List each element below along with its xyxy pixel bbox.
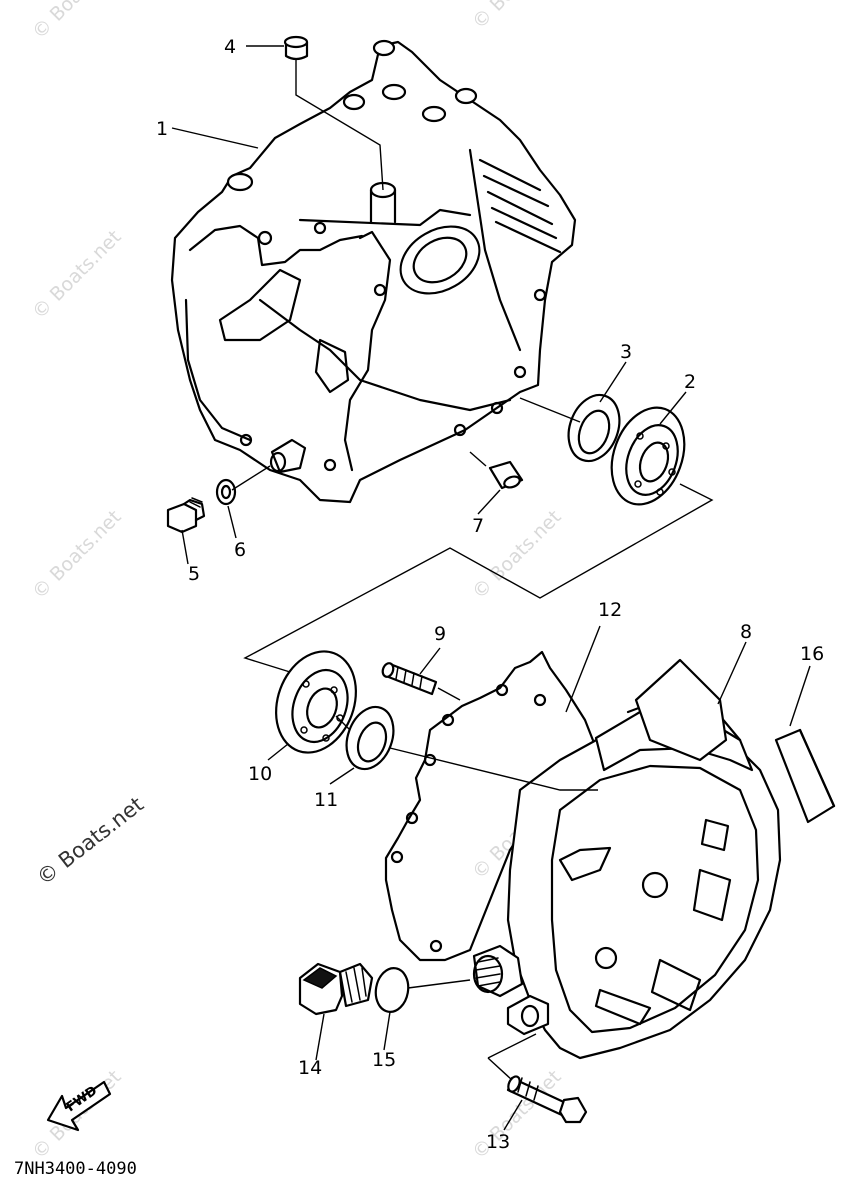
oil-seal-part-3: [567, 393, 621, 463]
drawing-code: 7NH3400-4090: [14, 1159, 137, 1179]
washer-part-6: [215, 478, 237, 506]
watermark: © Boats.net: [468, 0, 566, 34]
callout-1: 1: [156, 118, 168, 140]
bolt-part-13: [506, 1075, 588, 1124]
bearing-part-10: [275, 650, 357, 754]
callout-2: 2: [684, 371, 696, 393]
callout-3: 3: [620, 341, 632, 363]
boats-net-watermark: © Boats.net: [32, 792, 148, 890]
callout-10: 10: [248, 763, 272, 785]
callout-15: 15: [372, 1049, 396, 1071]
plate-part-8: [634, 658, 728, 762]
callout-12: 12: [598, 599, 622, 621]
plug-part-14: [298, 962, 374, 1016]
oring-part-15: [374, 967, 410, 1013]
assembly-lines-lower: [335, 687, 598, 1081]
stud-part-9: [381, 662, 438, 696]
callout-14: 14: [298, 1057, 322, 1079]
callout-7: 7: [472, 515, 484, 537]
watermark: © Boats.net: [28, 226, 126, 324]
cap-part-4: [283, 35, 309, 61]
callout-11: 11: [314, 789, 338, 811]
callout-8: 8: [740, 621, 752, 643]
callout-4: 4: [224, 36, 236, 58]
callout-leaders: [171, 45, 811, 1131]
dowel-pin-part-7: [488, 460, 524, 490]
pad-part-16: [774, 728, 836, 824]
callout-13: 13: [486, 1131, 510, 1153]
watermark: © Boats.net: [28, 506, 126, 604]
bearing-part-2: [610, 406, 686, 506]
assembly-lines-upper: [231, 58, 714, 673]
callout-5: 5: [188, 563, 200, 585]
oil-seal-part-11: [345, 705, 395, 771]
bolt-part-5: [166, 497, 206, 534]
callout-6: 6: [234, 539, 246, 561]
crankcase-part-1: [170, 39, 577, 504]
callout-labels: 4 1 3 2 5 6 7 12 9 8 16 10 11 14 15 13: [156, 36, 824, 1153]
callout-9: 9: [434, 623, 446, 645]
watermark: © Boats.net: [28, 0, 126, 44]
callout-16: 16: [800, 643, 824, 665]
